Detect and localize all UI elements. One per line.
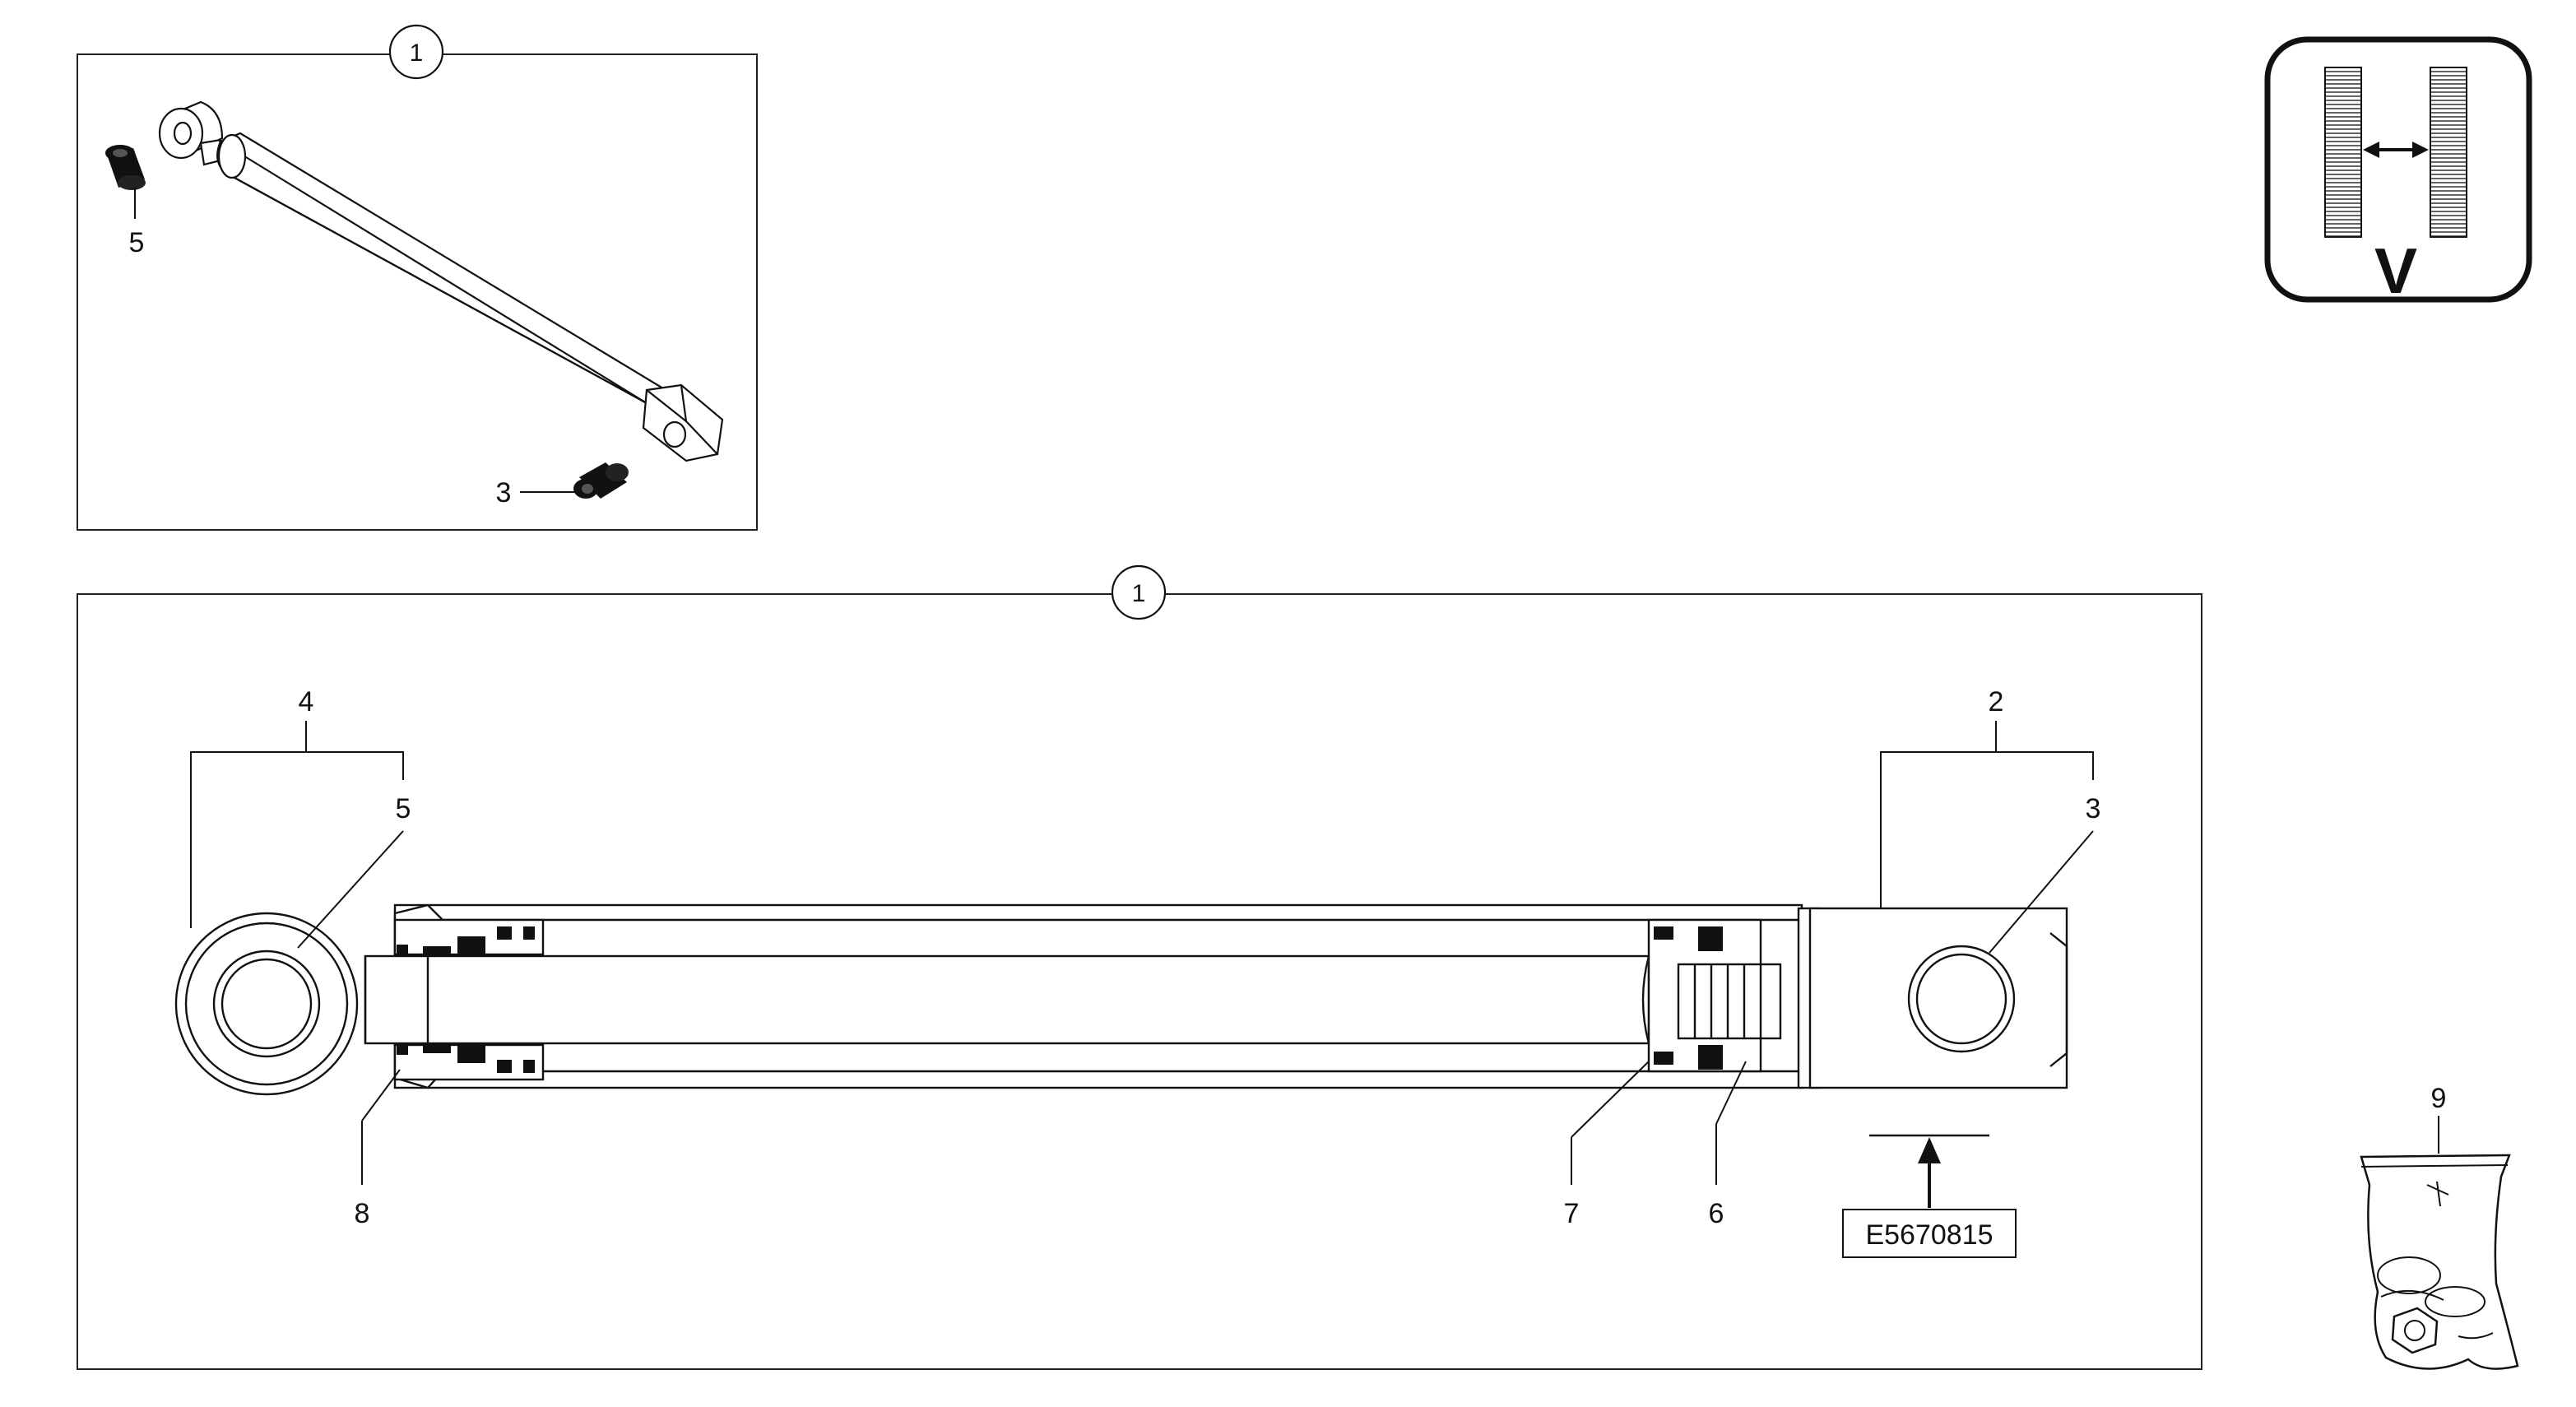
gland-seals xyxy=(397,926,535,1073)
callout-head-group: 2 xyxy=(1989,686,2004,717)
bush-icon xyxy=(105,145,146,190)
callout-rod-eye-bush: 5 xyxy=(396,793,411,824)
section-view: 1 xyxy=(77,564,2202,1370)
inset-view: 1 5 xyxy=(77,24,758,531)
double-arrow-icon xyxy=(2363,142,2429,158)
reference-indicator: E5670815 xyxy=(1842,1134,2017,1258)
svg-text:1: 1 xyxy=(1132,580,1146,607)
adjustment-symbol: V xyxy=(2264,36,2532,307)
callout-gland-seal: 8 xyxy=(355,1198,370,1229)
callout-piston-seal: 7 xyxy=(1564,1198,1580,1229)
assembly-badge-inset xyxy=(388,24,444,80)
callout-rod-eye-group: 4 xyxy=(299,686,314,717)
cylinder-cross-section xyxy=(174,903,2068,1096)
reference-code: E5670815 xyxy=(1865,1219,1993,1251)
leader-lines xyxy=(190,721,2094,1185)
callout-inset-bush-5: 5 xyxy=(129,227,145,258)
assembly-badge-main xyxy=(1111,564,1167,620)
callout-nut: 6 xyxy=(1709,1198,1724,1229)
piston-seals xyxy=(1654,926,1723,1070)
callout-head-bush: 3 xyxy=(2086,793,2101,824)
symbol-letter: V xyxy=(2374,234,2417,307)
assembly-number: 1 xyxy=(410,39,424,67)
kit-number: 9 xyxy=(2431,1083,2447,1114)
cylinder-perspective-drawing xyxy=(158,100,724,462)
bush-icon xyxy=(573,462,629,499)
kit-bag-icon: 9 xyxy=(2360,1083,2519,1370)
callout-inset-bush-3: 3 xyxy=(496,477,512,508)
